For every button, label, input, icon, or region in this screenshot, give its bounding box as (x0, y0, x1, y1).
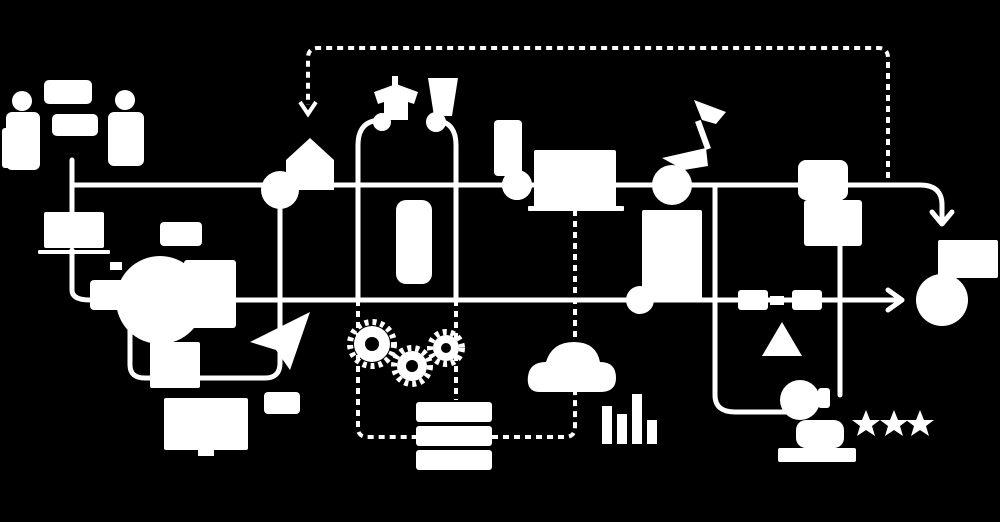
mobile-phone-icon (396, 200, 432, 284)
top-right-arrow-head (929, 209, 955, 227)
clothes-hanger-icon (373, 76, 418, 131)
gear-holes (365, 337, 451, 372)
phone-loop (355, 117, 385, 303)
house-icon (286, 138, 334, 190)
monitor-icon (528, 150, 624, 211)
feedback-arrow-head (298, 100, 318, 118)
plug-connector-icon (738, 290, 822, 310)
satellite-dish-icon (694, 100, 726, 151)
gears-dashed-loop (356, 300, 418, 439)
icons (2, 76, 998, 470)
robot-icon (798, 160, 862, 246)
junction-node (652, 165, 692, 205)
people-chat-icon (2, 80, 144, 170)
person-tablet-icon (90, 222, 236, 388)
left-lower-loop (127, 187, 283, 381)
hand-card-icon (662, 148, 708, 170)
bar-chart-icon (602, 394, 657, 444)
lower-arrow-head (885, 287, 905, 313)
feedback-dashed-loop (306, 46, 890, 178)
rating-stars-icon (852, 410, 934, 436)
server-cloud-dashed (492, 392, 577, 439)
cloud-icon (527, 342, 616, 392)
cup-icon (426, 78, 458, 132)
right-loop (712, 182, 793, 415)
phone-loop-right (429, 117, 459, 303)
store-sign-icon (916, 240, 998, 326)
play-triangle-icon (762, 322, 802, 356)
laptop-icon (38, 212, 110, 254)
trash-bin-icon (494, 120, 532, 200)
server-stack-icon (416, 402, 492, 470)
desktop-monitor-icon (164, 392, 300, 456)
top-pipeline (69, 182, 945, 223)
laptop-down-connector (69, 247, 113, 303)
refrigerator-icon (642, 210, 702, 300)
gear-teeth (347, 319, 465, 387)
paper-plane-icon (250, 312, 310, 370)
gears-icon (354, 326, 459, 381)
person-armchair-icon (778, 380, 856, 462)
